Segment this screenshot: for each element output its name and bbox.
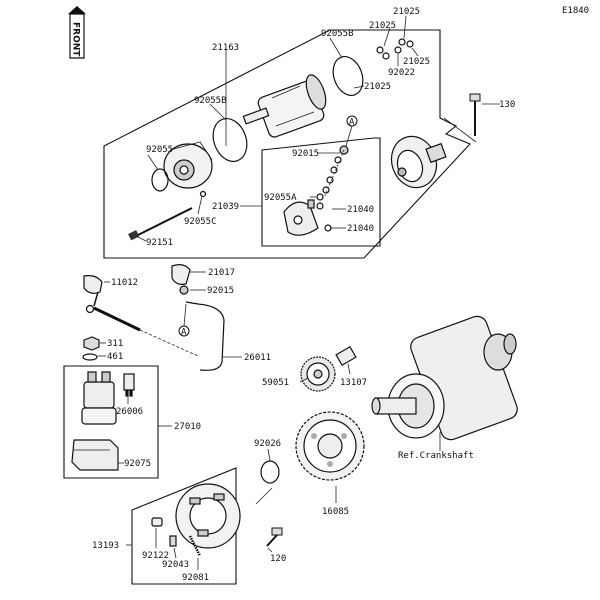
label-13107: 13107	[340, 378, 367, 388]
o-ring-92055b-right	[332, 56, 364, 96]
label-26011: 26011	[244, 353, 271, 363]
relay-group-outline	[63, 365, 159, 479]
label-92055b-left: 92055B	[194, 96, 227, 106]
washer-92055c	[199, 190, 207, 198]
starter-relay	[81, 371, 117, 425]
bolt-130	[443, 93, 481, 143]
label-21025-b: 21025	[369, 21, 396, 31]
label-92055a: 92055A	[264, 193, 297, 203]
washer-92026	[260, 460, 280, 484]
label-59051: 59051	[262, 378, 289, 388]
label-92055c: 92055C	[184, 217, 217, 227]
lead-26011	[185, 301, 225, 371]
starter-front-cover	[163, 141, 213, 189]
plunger-92043	[169, 535, 177, 547]
clutch-group-outline	[131, 467, 237, 585]
label-92015-top: 92015	[292, 149, 319, 159]
roller-92122	[151, 517, 163, 527]
starter-rear-cover	[390, 135, 447, 189]
label-21040-upper: 21040	[347, 205, 374, 215]
starter-clutch-13193	[175, 483, 241, 549]
label-21163: 21163	[212, 43, 239, 53]
part-labels: 21163 92055B 92055B 92055 92055C 92151 2…	[92, 7, 515, 583]
label-13193: 13193	[92, 541, 119, 551]
label-130: 130	[499, 100, 515, 110]
label-21025-a: 21025	[393, 7, 420, 17]
label-21017: 21017	[208, 268, 235, 278]
label-92022: 92022	[388, 68, 415, 78]
label-92055: 92055	[146, 145, 173, 155]
o-ring-92055	[151, 168, 169, 192]
label-11012: 11012	[111, 278, 138, 288]
label-27010: 27010	[174, 422, 201, 432]
label-26006: 26006	[116, 407, 143, 417]
nut-311	[83, 336, 100, 351]
label-92015-mid: 92015	[207, 286, 234, 296]
label-92026: 92026	[254, 439, 281, 449]
label-16085: 16085	[322, 507, 349, 517]
crankshaft	[371, 315, 518, 441]
label-92081: 92081	[182, 573, 209, 583]
starter-group-outline	[103, 29, 471, 259]
label-21025-d: 21025	[364, 82, 391, 92]
bolt-120	[266, 527, 283, 547]
idler-gear-59051	[300, 356, 336, 392]
washer-461	[82, 353, 98, 361]
shaft-13107	[335, 345, 357, 367]
terminal-cap-21017	[171, 264, 191, 285]
label-ref-crankshaft: Ref.Crankshaft	[398, 451, 474, 461]
fuse-26006	[123, 373, 135, 397]
front-arrow-icon: FRONT	[68, 6, 86, 59]
label-461: 461	[107, 352, 123, 362]
label-92075: 92075	[124, 459, 151, 469]
callout-marker-bottom-label: A	[181, 328, 187, 338]
spring-92081	[188, 535, 202, 557]
diagram-id: E1840	[562, 6, 589, 16]
label-120: 120	[270, 554, 286, 564]
label-92151: 92151	[146, 238, 173, 248]
nut-92015	[179, 285, 189, 295]
brush-holder-outline	[261, 137, 381, 247]
callout-marker-top-label: A	[349, 118, 355, 128]
front-badge-label: FRONT	[71, 22, 81, 57]
starter-motor	[242, 74, 327, 138]
callout-marker-top: A	[345, 115, 358, 147]
label-21039: 21039	[212, 202, 239, 212]
label-92043: 92043	[162, 560, 189, 570]
label-92055b-right: 92055B	[321, 29, 354, 39]
starter-clutch-gear-16085	[295, 411, 365, 481]
starter-cable	[83, 275, 199, 357]
label-92122: 92122	[142, 551, 169, 561]
brush-holder	[283, 199, 332, 236]
o-ring-92055a	[316, 193, 324, 201]
long-bolt-92151	[128, 207, 193, 241]
washer-set-21025	[376, 38, 414, 60]
label-311: 311	[107, 339, 123, 349]
relay-cover-92075	[71, 439, 119, 471]
terminal-stack	[322, 145, 349, 199]
label-21025-c: 21025	[403, 57, 430, 67]
callout-marker-bottom: A	[178, 303, 190, 338]
label-21040-lower: 21040	[347, 224, 374, 234]
o-ring-92055b-left	[212, 118, 248, 162]
leader-lines	[98, 15, 500, 570]
